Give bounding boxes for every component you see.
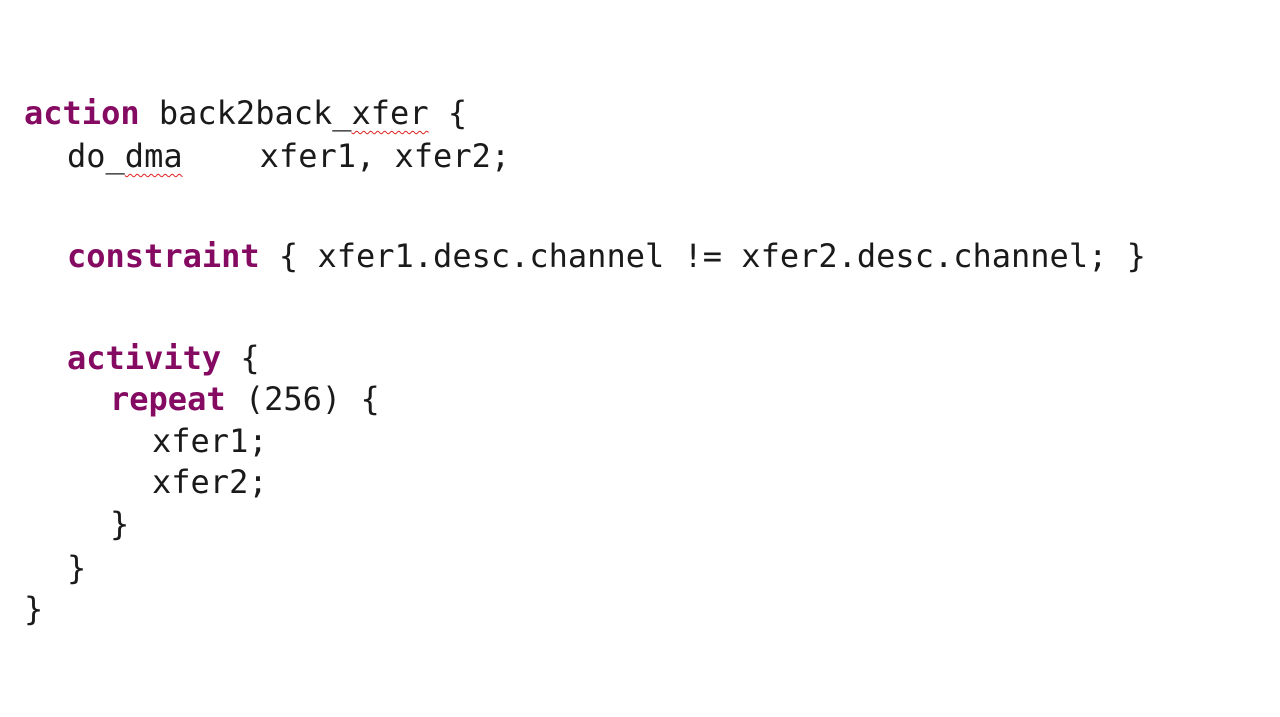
keyword-activity: activity (67, 339, 222, 377)
code-line-close-action: } (24, 587, 43, 631)
code-text: { (221, 339, 260, 377)
code-line-do-dma: do_dma xfer1, xfer2; (67, 134, 510, 178)
keyword-constraint: constraint (67, 237, 260, 275)
closing-brace: } (110, 505, 130, 543)
code-text: _ (105, 137, 125, 175)
code-line-activity: activity { (67, 336, 260, 380)
code-text: xfer2; (152, 463, 268, 501)
code-text: _ (332, 94, 352, 132)
code-line-repeat: repeat (256) { (110, 377, 380, 421)
code-text: xfer1; (152, 422, 268, 460)
keyword-action: action (24, 94, 140, 132)
closing-brace: } (24, 590, 44, 628)
closing-brace: } (67, 549, 87, 587)
keyword-repeat: repeat (110, 380, 226, 418)
code-line-close-repeat: } (110, 502, 129, 546)
code-text: xfer1, xfer2; (182, 137, 511, 175)
code-line-constraint: constraint { xfer1.desc.channel != xfer2… (67, 234, 1146, 278)
code-line-close-activity: } (67, 546, 86, 590)
code-text: { (428, 94, 468, 132)
code-text: back2back (139, 94, 333, 132)
code-line-xfer2: xfer2; (152, 460, 268, 504)
code-text: do (67, 137, 106, 175)
code-text: { xfer1.desc.channel != xfer2.desc.chann… (259, 237, 1146, 275)
misspelled-word: dma (124, 137, 183, 175)
code-line-action: action back2back_xfer { (24, 91, 467, 135)
misspelled-word: xfer (351, 94, 429, 132)
code-text: (256) { (225, 380, 380, 418)
code-line-xfer1: xfer1; (152, 419, 268, 463)
